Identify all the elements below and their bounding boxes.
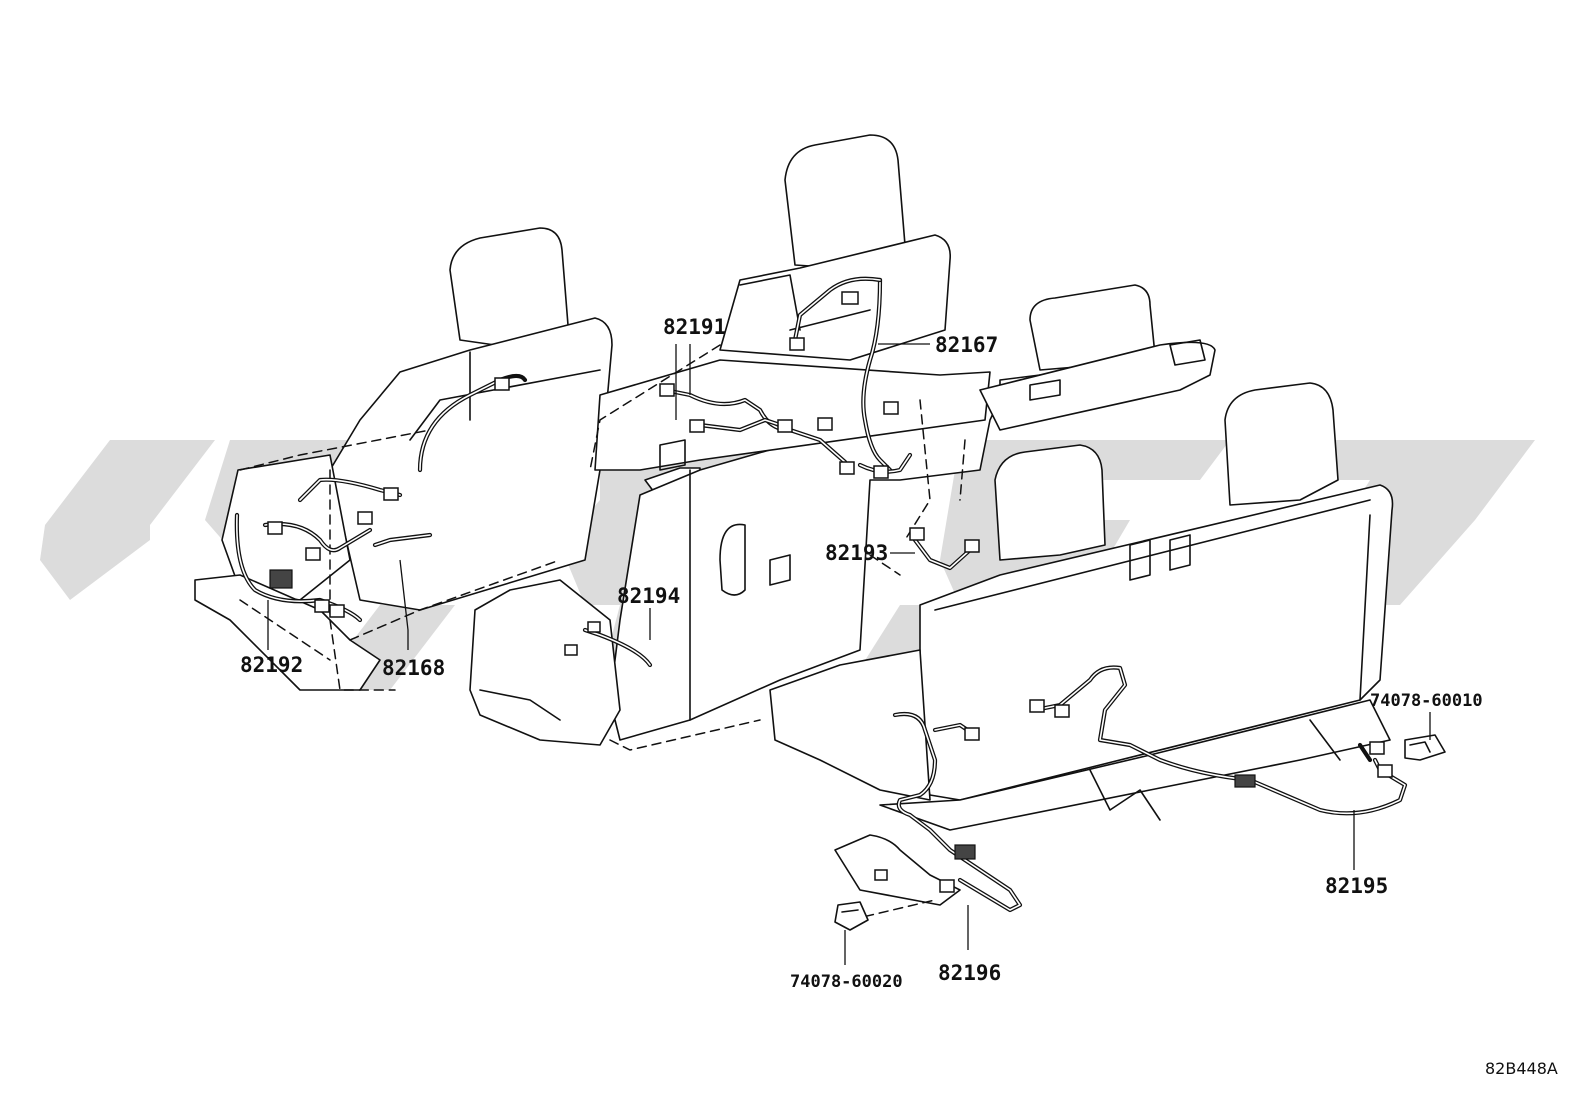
center-seat-wiring: [564, 276, 913, 668]
connector-icon: [1377, 764, 1393, 778]
part-label-82195: 82195: [1325, 874, 1388, 898]
rear-seat-wiring: [874, 527, 1408, 913]
part-label-82194: 82194: [617, 584, 680, 608]
cover-part-74078-60010: [1404, 734, 1446, 761]
part-label-74078-60010: 74078-60010: [1370, 691, 1483, 711]
connector-icon: [964, 539, 980, 553]
connector-icon: [494, 377, 510, 391]
connector-icon: [1054, 704, 1070, 718]
connector-icon: [314, 599, 330, 613]
rear-seat-outline: [769, 284, 1394, 921]
connector-icon: [659, 383, 675, 397]
connector-icon: [1369, 741, 1385, 755]
connector-icon: [267, 521, 283, 535]
part-label-82191: 82191: [663, 315, 726, 339]
center-seat-outline: [469, 134, 1041, 751]
part-label-74078-60020: 74078-60020: [790, 972, 903, 992]
connector-icon: [383, 487, 399, 501]
part-label-82192: 82192: [240, 653, 303, 677]
connector-icon: [954, 844, 976, 860]
connector-icon: [1234, 774, 1256, 788]
connector-icon: [564, 644, 578, 656]
part-label-82168: 82168: [382, 656, 445, 680]
connector-icon: [883, 401, 899, 415]
connector-icon: [964, 727, 980, 741]
connector-icon: [909, 527, 925, 541]
connector-icon: [689, 419, 705, 433]
connector-icon: [874, 869, 888, 881]
connector-icon: [305, 547, 321, 561]
connector-icon: [329, 604, 345, 618]
connector-icon: [841, 291, 859, 305]
part-label-82167: 82167: [935, 333, 998, 357]
part-label-82196: 82196: [938, 961, 1001, 985]
connector-icon: [873, 465, 889, 479]
connector-icon: [587, 621, 601, 633]
connector-icon: [1029, 699, 1045, 713]
connector-icon: [357, 511, 373, 525]
drawing-code: 82B448A: [1485, 1059, 1558, 1078]
part-labels: 82191 82167 82193 82194 82192 82168 8219…: [240, 315, 1483, 992]
connector-icon: [789, 337, 805, 351]
connector-icon: [839, 461, 855, 475]
leader-lines: [267, 343, 1431, 965]
connector-icon: [777, 419, 793, 433]
connector-icon: [939, 879, 955, 893]
cover-part-74078-60020: [834, 901, 869, 931]
connector-icon: [269, 569, 293, 589]
part-label-82193: 82193: [825, 541, 888, 565]
connector-icon: [817, 417, 833, 431]
left-seat-wiring: [234, 373, 528, 623]
